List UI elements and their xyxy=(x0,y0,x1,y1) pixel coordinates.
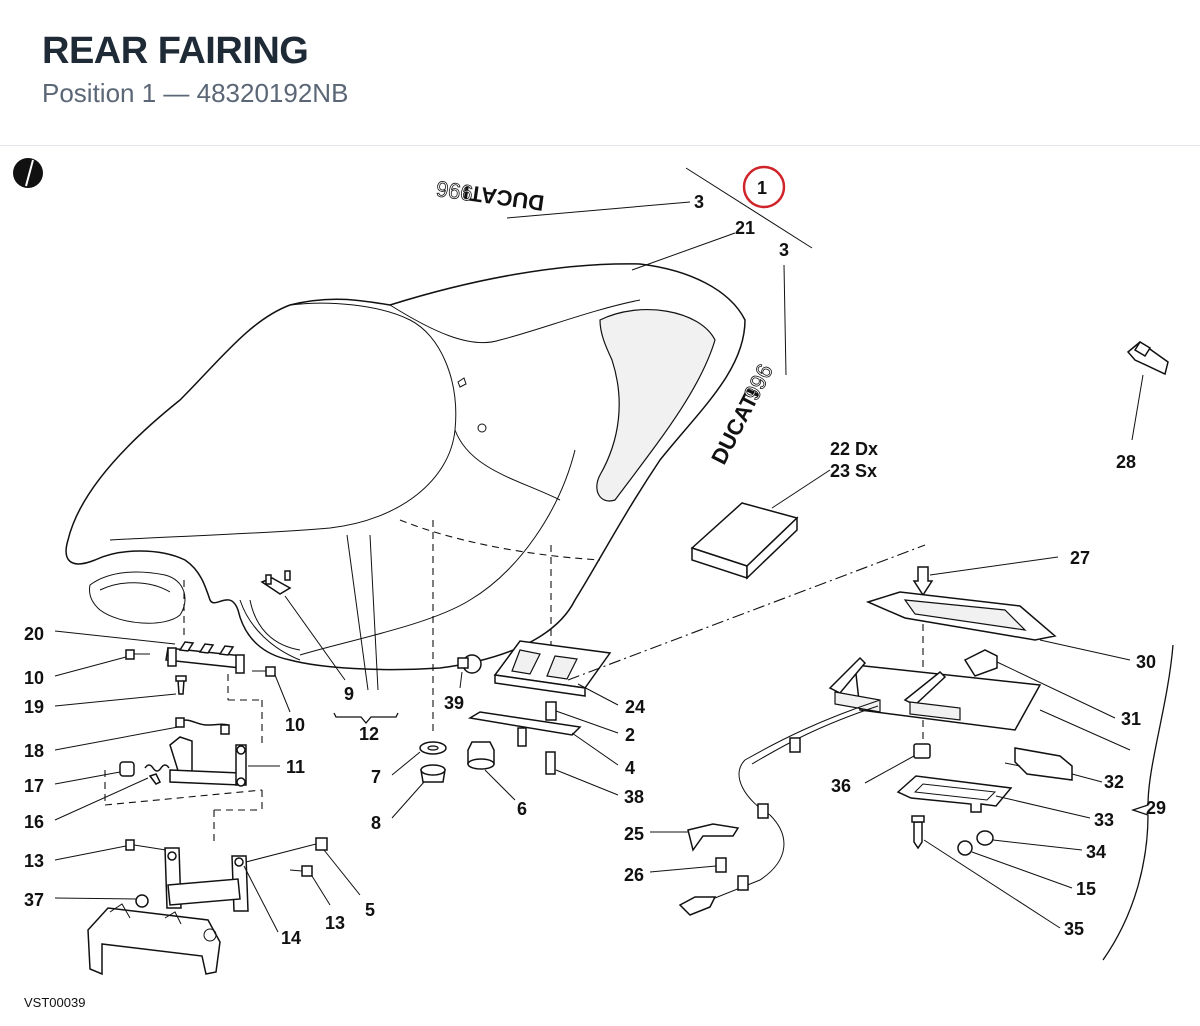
decal-ref-lines xyxy=(506,167,813,376)
part-19-screw[interactable] xyxy=(54,675,187,707)
part-13-screw-right[interactable] xyxy=(289,865,331,906)
callout-31[interactable]: 31 xyxy=(1121,709,1141,729)
callout-29[interactable]: 29 xyxy=(1146,798,1166,818)
part-39-grommet[interactable] xyxy=(457,654,482,689)
part-5-screw[interactable] xyxy=(245,837,361,896)
callout-27[interactable]: 27 xyxy=(1070,548,1090,568)
callout-1[interactable]: 1 xyxy=(757,178,767,198)
part-31-bulb[interactable] xyxy=(963,649,1116,719)
part-20-bracket[interactable] xyxy=(54,580,245,674)
callout-18[interactable]: 18 xyxy=(24,741,44,761)
callout-9[interactable]: 9 xyxy=(344,684,354,704)
callout-30[interactable]: 30 xyxy=(1136,652,1156,672)
callout-12[interactable]: 12 xyxy=(359,724,379,744)
part-30-taillight[interactable] xyxy=(865,591,1131,661)
part-13-screw-left[interactable] xyxy=(54,839,167,861)
part-4-bracket[interactable] xyxy=(467,711,619,766)
callout-20[interactable]: 20 xyxy=(24,624,44,644)
callout-11[interactable]: 11 xyxy=(286,757,305,777)
orientation-mark-icon xyxy=(13,158,43,188)
callout-8[interactable]: 8 xyxy=(371,813,381,833)
part-25-clamp[interactable] xyxy=(650,823,740,852)
highlight-ring xyxy=(742,165,786,209)
callout-5[interactable]: 5 xyxy=(365,900,375,920)
callout-34[interactable]: 34 xyxy=(1086,842,1106,862)
callout-17[interactable]: 17 xyxy=(24,776,44,796)
part-2-spacer[interactable] xyxy=(545,701,619,734)
callout-4[interactable]: 4 xyxy=(625,758,635,778)
callout-32[interactable]: 32 xyxy=(1104,772,1124,792)
drawing-code: VST00039 xyxy=(24,995,85,1010)
callout-35[interactable]: 35 xyxy=(1064,919,1084,939)
callout-labels: 1 3 21 3 22 Dx 23 Sx 28 27 20 10 19 10 9… xyxy=(24,178,1166,948)
part-34-washer[interactable] xyxy=(976,830,1083,851)
callout-38[interactable]: 38 xyxy=(624,787,644,807)
callout-28[interactable]: 28 xyxy=(1116,452,1136,472)
callout-39[interactable]: 39 xyxy=(444,693,464,713)
part-33-frame[interactable] xyxy=(896,775,1091,819)
callout-2[interactable]: 2 xyxy=(625,725,635,745)
rear-fairing-shell[interactable] xyxy=(65,263,746,671)
part-18-cable[interactable] xyxy=(54,717,230,751)
callout-14[interactable]: 14 xyxy=(281,928,301,948)
part-35-screw[interactable] xyxy=(911,815,1061,929)
decal-logo-upper-text: DUCATI 996 xyxy=(434,176,546,216)
part-27-screw[interactable] xyxy=(912,556,1059,740)
callout-10-right[interactable]: 10 xyxy=(285,715,305,735)
decal-model-upper: 996 xyxy=(435,176,475,206)
callout-13-right[interactable]: 13 xyxy=(325,913,345,933)
part-36-rubber[interactable] xyxy=(864,743,931,784)
callout-26[interactable]: 26 xyxy=(624,865,644,885)
callout-10-left[interactable]: 10 xyxy=(24,668,44,688)
part-15-nut[interactable] xyxy=(957,840,1073,889)
page-subtitle: Position 1 — 48320192NB xyxy=(42,78,349,108)
callout-36[interactable]: 36 xyxy=(831,776,851,796)
part-32-reflector[interactable] xyxy=(1004,747,1103,783)
part-26-screw[interactable] xyxy=(649,857,727,873)
part-28-clip[interactable] xyxy=(1126,340,1169,441)
callout-19[interactable]: 19 xyxy=(24,697,44,717)
part-10-screw-left[interactable] xyxy=(54,649,150,677)
part-37-washer[interactable] xyxy=(54,894,149,908)
part-7-rubber[interactable] xyxy=(391,741,447,776)
part-8-nut[interactable] xyxy=(391,764,446,819)
page-title: REAR FAIRING xyxy=(42,30,309,72)
callout-24[interactable]: 24 xyxy=(625,697,645,717)
part-11-lock[interactable] xyxy=(169,674,280,787)
callout-13-left[interactable]: 13 xyxy=(24,851,44,871)
part-14-bracket[interactable] xyxy=(164,847,279,933)
part-17-nut[interactable] xyxy=(54,761,135,785)
part-10-screw-right[interactable] xyxy=(252,666,291,713)
callout-25[interactable]: 25 xyxy=(624,824,644,844)
taillight-cable[interactable] xyxy=(678,699,881,916)
callout-16[interactable]: 16 xyxy=(24,812,44,832)
callout-33[interactable]: 33 xyxy=(1094,810,1114,830)
callout-3-upper[interactable]: 3 xyxy=(694,192,704,212)
callout-3-side[interactable]: 3 xyxy=(779,240,789,260)
callout-23[interactable]: 23 Sx xyxy=(830,461,877,481)
callout-7[interactable]: 7 xyxy=(371,767,381,787)
callout-6[interactable]: 6 xyxy=(517,799,527,819)
page-header: REAR FAIRING Position 1 — 48320192NB xyxy=(0,0,1200,146)
part-29-housing[interactable] xyxy=(828,656,1131,751)
part-22-23-pad[interactable] xyxy=(690,469,831,580)
part-16-spring[interactable] xyxy=(54,764,263,821)
callout-22[interactable]: 22 Dx xyxy=(830,439,878,459)
callout-15[interactable]: 15 xyxy=(1076,879,1096,899)
frame-lower-detail xyxy=(87,903,221,976)
part-38-screw[interactable] xyxy=(545,751,619,796)
callout-37[interactable]: 37 xyxy=(24,890,44,910)
part-24-plate[interactable] xyxy=(493,640,619,706)
callout-21[interactable]: 21 xyxy=(735,218,755,238)
part-6-bumper[interactable] xyxy=(467,741,516,801)
